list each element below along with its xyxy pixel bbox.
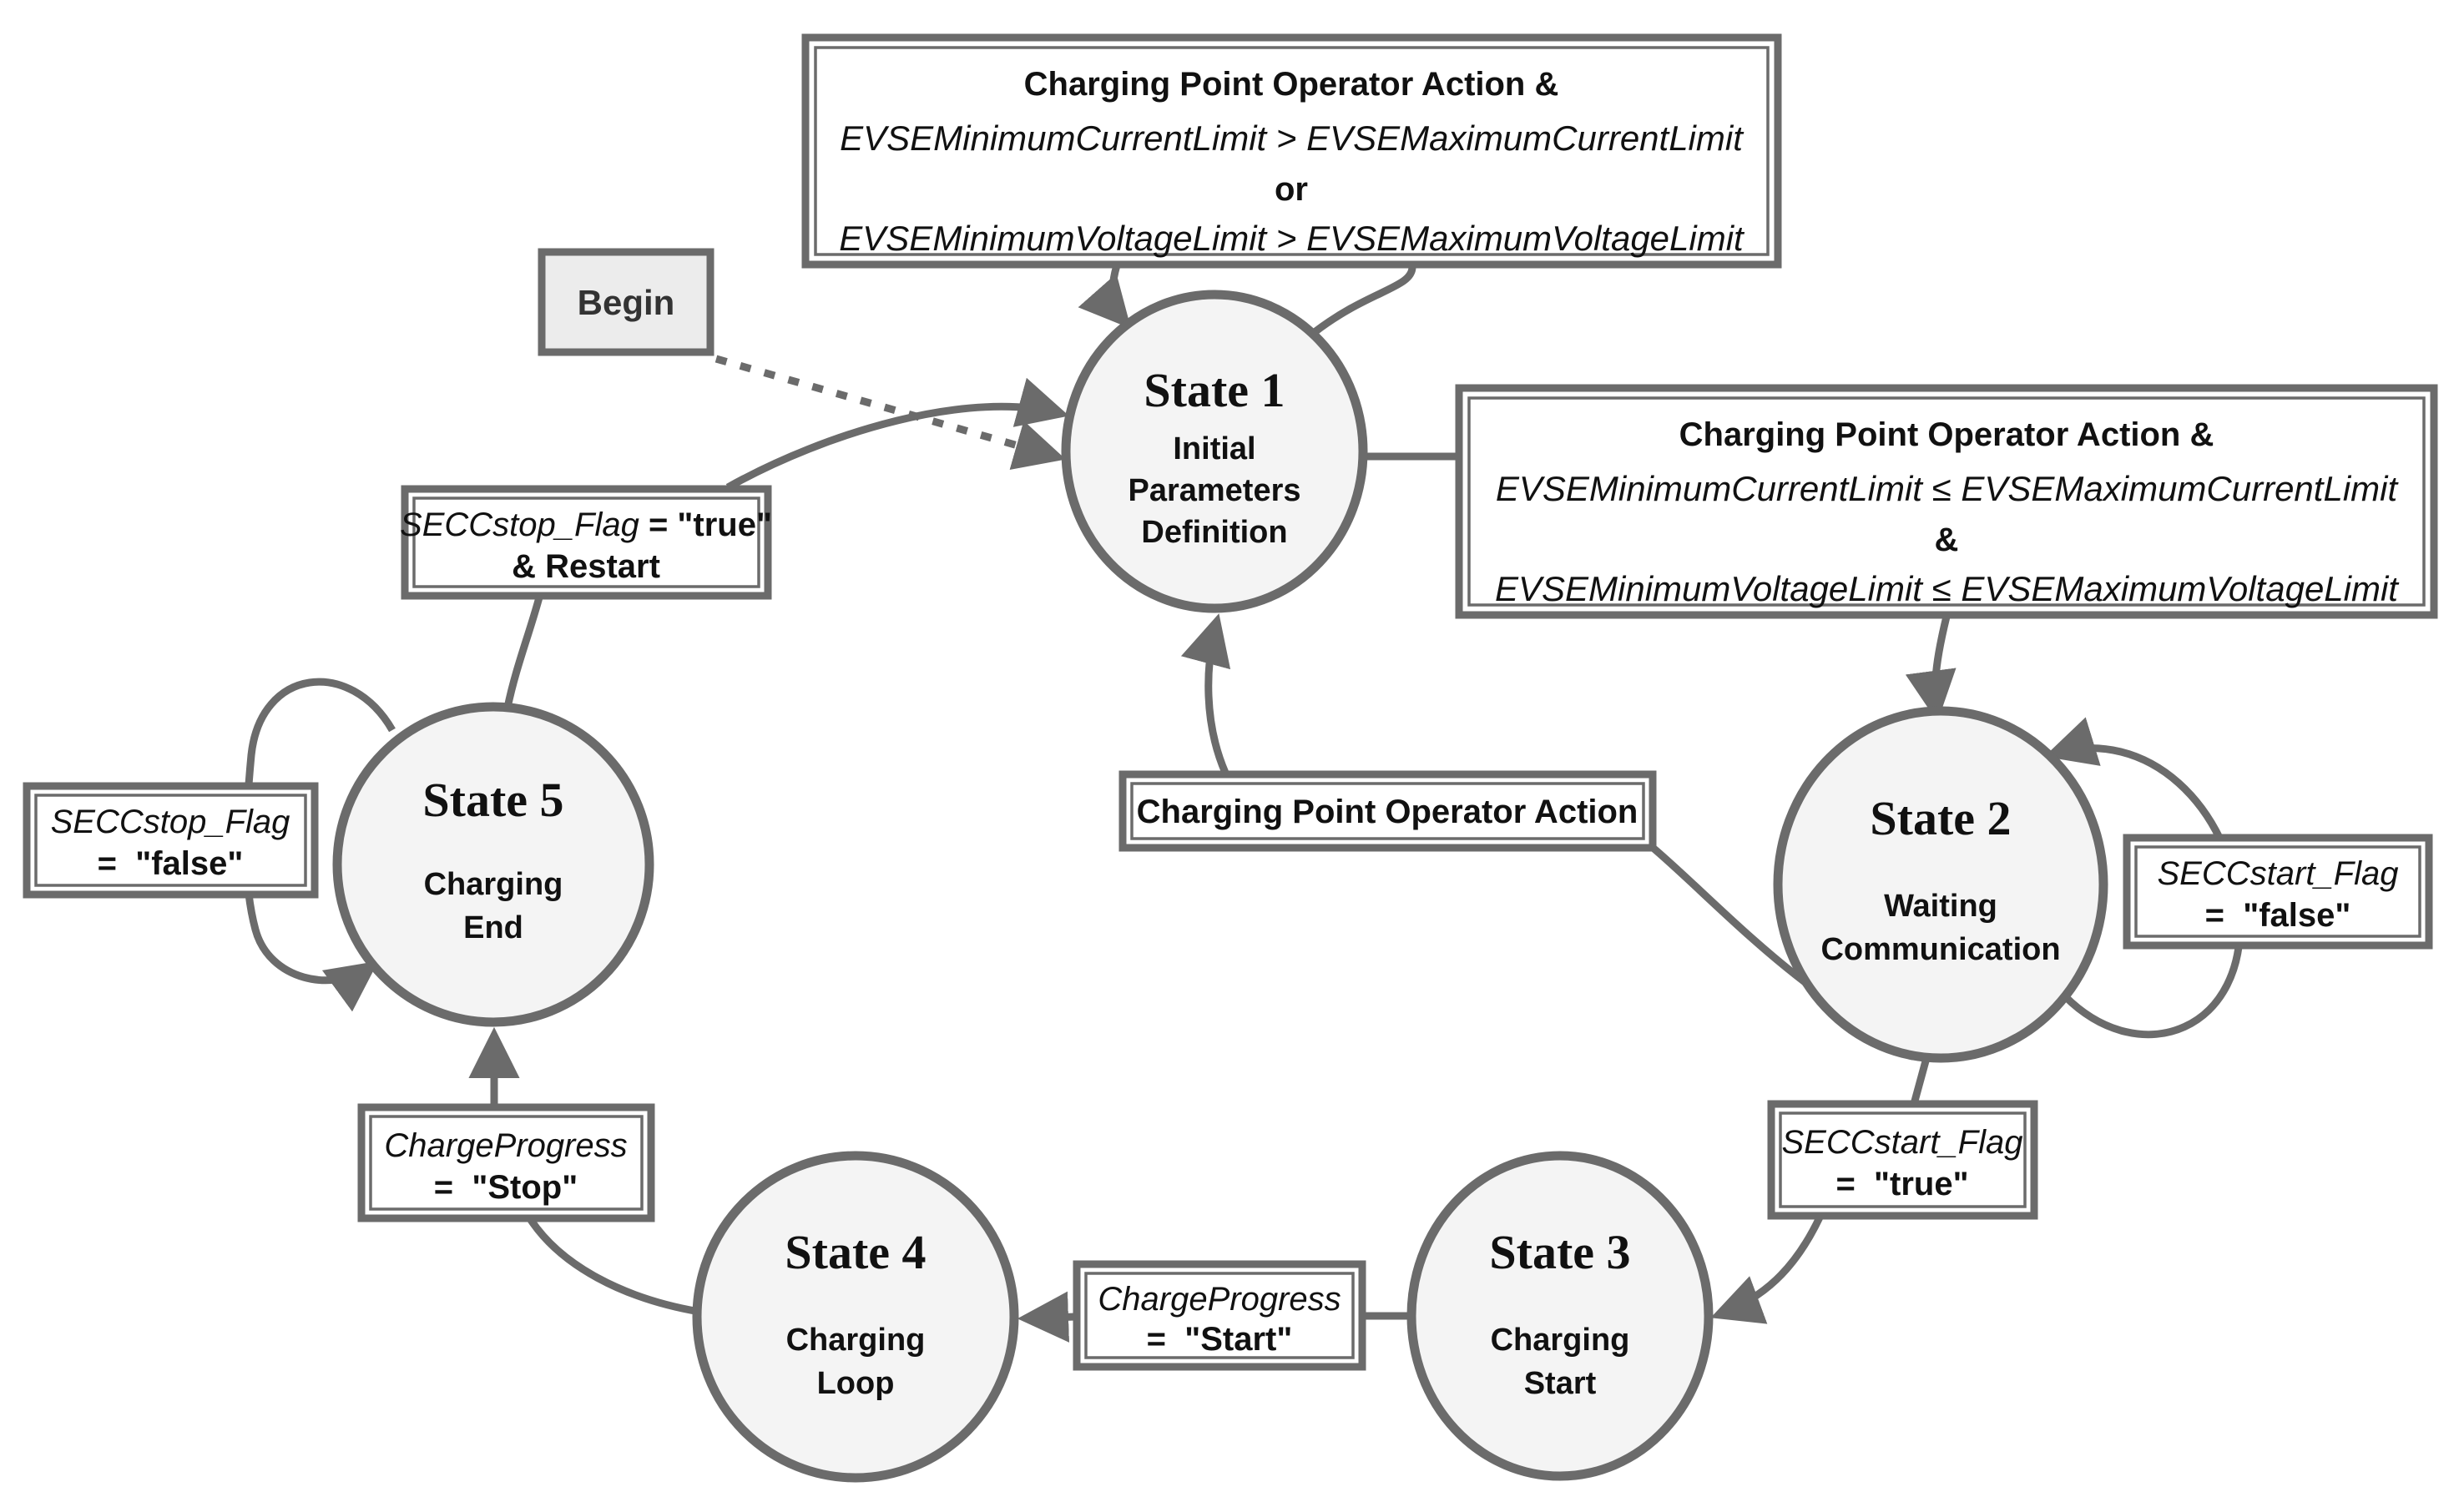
edge-chargeprogress-start-to-state4 xyxy=(1017,1291,1076,1343)
condition-box-inner-rect xyxy=(1467,396,2426,607)
state-3-title: State 3 xyxy=(1489,1225,1630,1279)
state-1-title: State 1 xyxy=(1144,363,1285,417)
edge-condition-right-to-state2 xyxy=(1905,615,1957,723)
state-5-title: State 5 xyxy=(422,773,563,827)
state-5-subtitle-line: End xyxy=(463,910,523,945)
state-4-node: State 4 Charging Loop xyxy=(692,1151,1019,1483)
edge-state1-selfloop-out xyxy=(1312,266,1416,335)
state-2-node: State 2 Waiting Communication xyxy=(1773,706,2108,1063)
label-line: SECCstop_Flag = "true" xyxy=(400,507,772,543)
state-2-subtitle-line: Communication xyxy=(1820,932,2060,967)
state-1-subtitle-line: Definition xyxy=(1141,515,1287,550)
state-3-node: State 3 Charging Start xyxy=(1406,1151,1714,1481)
label-box-rect xyxy=(2123,834,2433,950)
label-variable: SECCstop_Flag xyxy=(51,804,290,840)
state-1-subtitle-line: Initial xyxy=(1173,431,1255,466)
state-4-subtitle-line: Loop xyxy=(817,1366,895,1401)
condition-line: EVSEMinimumCurrentLimit > EVSEMaximumCur… xyxy=(840,118,1744,158)
label-box-inner-rect xyxy=(369,1115,644,1211)
condition-line: EVSEMinimumCurrentLimit ≤ EVSEMaximumCur… xyxy=(1496,469,2400,508)
state-2-circle xyxy=(1773,706,2108,1063)
begin-label: Begin xyxy=(578,283,675,322)
label-box-inner-rect xyxy=(1779,1111,2027,1208)
edge-seccstop-true-to-state1 xyxy=(725,377,1069,491)
state-3-circle xyxy=(1406,1151,1714,1481)
state-5-node: State 5 Charging End xyxy=(332,702,654,1027)
label-box-inner-rect xyxy=(412,496,760,588)
state-2-subtitle-line: Waiting xyxy=(1884,889,1997,924)
state-4-circle xyxy=(692,1151,1019,1483)
condition-box-state1-to-state2: Charging Point Operator Action & EVSEMin… xyxy=(1455,384,2438,619)
state-3-subtitle-line: Charging xyxy=(1491,1323,1630,1358)
condition-box-rect xyxy=(1455,384,2438,619)
label-box-seccstart-false: SECCstart_Flag = "false" xyxy=(2123,834,2433,950)
label-box-rect xyxy=(1118,770,1657,852)
condition-line: & xyxy=(1935,522,1959,558)
begin-node: Begin xyxy=(538,248,714,356)
label-box-chargeprogress-stop: ChargeProgress = "Stop" xyxy=(357,1103,655,1222)
state-5-subtitle-line: Charging xyxy=(424,867,563,902)
label-box-rect xyxy=(1073,1260,1366,1371)
label-variable: ChargeProgress xyxy=(1098,1281,1341,1318)
state-5-circle xyxy=(332,702,654,1027)
label-variable: SECCstart_Flag xyxy=(2158,855,2399,892)
edge-cpoa-box-to-state1 xyxy=(1180,613,1231,774)
edge-seccstart-true-to-state3 xyxy=(1710,1216,1824,1324)
label-box-chargeprogress-start: ChargeProgress = "Start" xyxy=(1073,1260,1366,1371)
condition-box-rect xyxy=(801,33,1782,269)
label-box-seccstart-true: SECCstart_Flag = "true" xyxy=(1767,1100,2038,1220)
label-box-cpoa: Charging Point Operator Action xyxy=(1118,770,1657,852)
label-line: & Restart xyxy=(512,548,660,585)
label-box-seccstop-false: SECCstop_Flag = "false" xyxy=(23,782,319,899)
label-value: = "false" xyxy=(2205,897,2351,934)
condition-line: EVSEMinimumVoltageLimit ≤ EVSEMaximumVol… xyxy=(1495,569,2400,608)
state-2-title: State 2 xyxy=(1870,791,2011,845)
condition-line: Charging Point Operator Action & xyxy=(1024,66,1559,103)
condition-box-state1-self: Charging Point Operator Action & EVSEMin… xyxy=(801,33,1782,269)
edge-state2-to-cpoa-box xyxy=(1649,843,1810,987)
edge-state1-selfloop-in xyxy=(1078,264,1132,329)
label-box-seccstop-true-restart: SECCstop_Flag = "true" & Restart xyxy=(400,485,772,600)
edge-state4-to-chargeprogress-stop xyxy=(528,1217,700,1316)
label-box-rect xyxy=(401,485,772,600)
label-box-rect xyxy=(1767,1100,2038,1220)
state-1-node: State 1 Initial Parameters Definition xyxy=(1061,290,1368,613)
label-text: Charging Point Operator Action xyxy=(1137,794,1638,830)
label-box-inner-rect xyxy=(1130,782,1645,840)
label-variable: ChargeProgress xyxy=(384,1127,627,1164)
condition-line: EVSEMinimumVoltageLimit > EVSEMaximumVol… xyxy=(839,219,1745,258)
condition-box-inner-rect xyxy=(814,46,1770,256)
label-box-rect xyxy=(23,782,319,899)
label-box-inner-rect xyxy=(2134,845,2421,938)
label-box-inner-rect xyxy=(34,794,307,887)
label-variable: SECCstart_Flag xyxy=(1782,1124,2023,1161)
state-3-subtitle-line: Start xyxy=(1524,1366,1597,1401)
label-value: = "Start" xyxy=(1147,1321,1293,1358)
condition-line: Charging Point Operator Action & xyxy=(1679,416,2214,453)
edge-state5-to-seccstop-true xyxy=(503,596,543,708)
label-value: = "true" xyxy=(1835,1166,1968,1202)
label-box-inner-rect xyxy=(1084,1272,1355,1359)
label-value: = "Stop" xyxy=(434,1169,578,1206)
label-value: = "true" xyxy=(639,507,772,543)
label-variable: SECCstop_Flag xyxy=(400,507,639,543)
label-box-rect xyxy=(357,1103,655,1222)
begin-box xyxy=(538,248,714,356)
edge-begin-to-state1 xyxy=(714,355,1066,471)
label-value: = "false" xyxy=(98,845,244,882)
state-1-circle xyxy=(1061,290,1368,613)
state-4-subtitle-line: Charging xyxy=(786,1323,926,1358)
edge-state2-to-seccstart-true xyxy=(1910,1056,1931,1106)
state-4-title: State 4 xyxy=(785,1225,926,1279)
condition-line: or xyxy=(1275,171,1308,208)
state-1-subtitle-line: Parameters xyxy=(1128,473,1300,508)
